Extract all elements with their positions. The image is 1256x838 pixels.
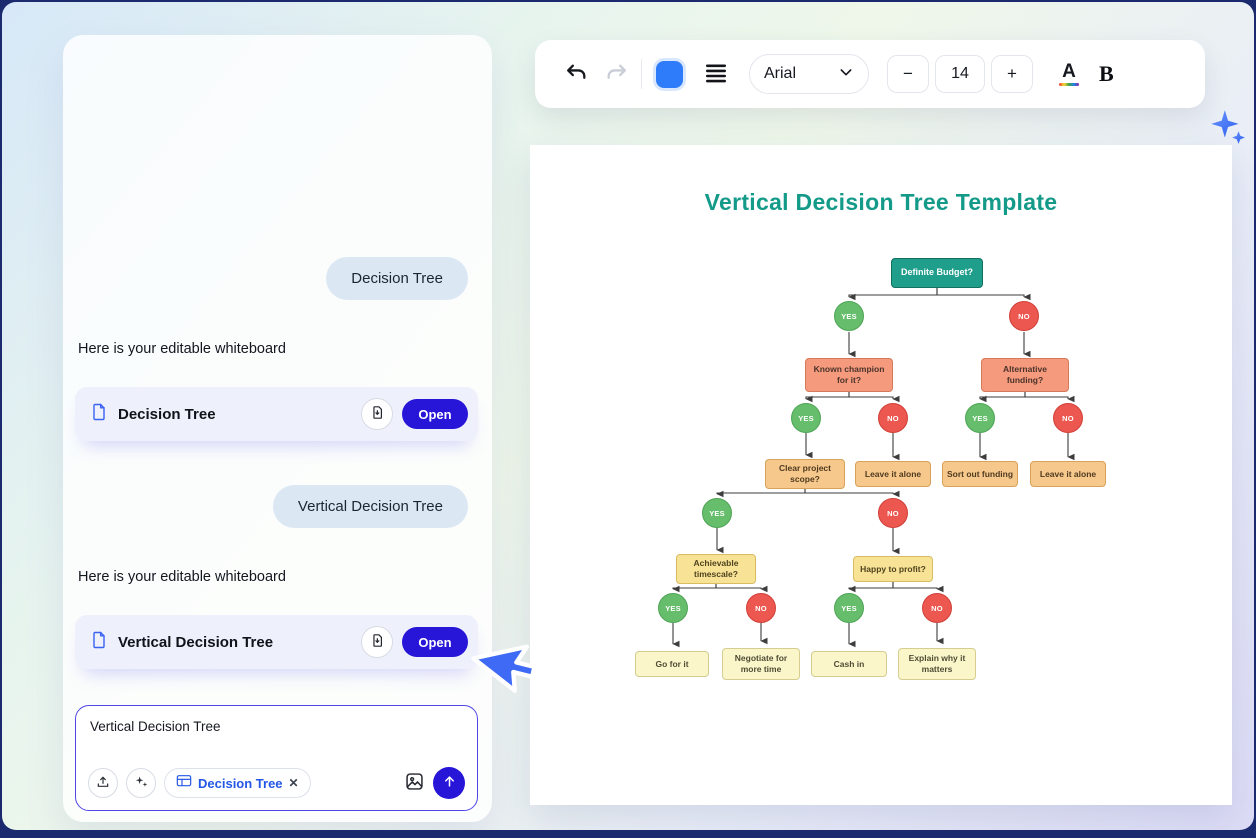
upload-icon (95, 774, 111, 793)
assistant-message: Here is your editable whiteboard (78, 569, 286, 585)
tree-node[interactable]: Negotiate for more time (722, 648, 800, 680)
tree-node[interactable]: Leave it alone (1030, 461, 1106, 487)
message-composer: Decision Tree ✕ (75, 705, 478, 811)
tree-node[interactable]: Definite Budget? (891, 258, 983, 288)
tree-node[interactable]: NO (746, 593, 776, 623)
user-message-bubble: Decision Tree (326, 257, 468, 300)
tree-node[interactable]: YES (702, 498, 732, 528)
toolbar-divider (641, 59, 642, 89)
font-family-select[interactable]: Arial (749, 54, 869, 94)
tree-node[interactable]: Sort out funding (942, 461, 1018, 487)
tree-node[interactable]: YES (658, 593, 688, 623)
tree-node[interactable]: Leave it alone (855, 461, 931, 487)
tree-node[interactable]: Happy to profit? (853, 556, 933, 582)
tree-node[interactable]: NO (878, 498, 908, 528)
align-justify-icon (704, 61, 728, 88)
undo-button[interactable] (561, 59, 591, 89)
tree-node[interactable]: Explain why it matters (898, 648, 976, 680)
tree-node[interactable]: YES (834, 301, 864, 331)
whiteboard-icon (176, 774, 192, 793)
font-family-value: Arial (764, 65, 797, 82)
tree-node[interactable]: NO (922, 593, 952, 623)
open-button[interactable]: Open (402, 627, 468, 657)
send-arrow-icon (442, 774, 457, 792)
chat-panel: Decision Tree Here is your editable whit… (63, 35, 492, 822)
whiteboard-card-title: Vertical Decision Tree (118, 633, 274, 651)
tree-node[interactable]: YES (791, 403, 821, 433)
tree-node[interactable]: Cash in (811, 651, 887, 677)
tree-node[interactable]: YES (965, 403, 995, 433)
chevron-down-icon (838, 64, 854, 85)
increase-font-button[interactable]: + (991, 55, 1033, 93)
chip-remove-button[interactable]: ✕ (288, 776, 299, 790)
bold-button[interactable]: B (1099, 61, 1114, 86)
font-color-glyph: A (1062, 60, 1076, 82)
font-size-value: 14 (935, 55, 985, 93)
tree-node[interactable]: Known champion for it? (805, 358, 893, 392)
whiteboard-card-title: Decision Tree (118, 405, 216, 423)
tree-node[interactable]: Achievable timescale? (676, 554, 756, 584)
context-chip[interactable]: Decision Tree ✕ (164, 768, 311, 798)
whiteboard-title[interactable]: Vertical Decision Tree Template (704, 189, 1058, 215)
upload-button[interactable] (88, 768, 118, 798)
document-icon (89, 630, 109, 655)
tree-node[interactable]: Go for it (635, 651, 709, 677)
redo-button[interactable] (601, 59, 631, 89)
whiteboard-card: Decision Tree Open (75, 387, 478, 441)
rainbow-bar (1059, 82, 1079, 87)
redo-icon (604, 60, 629, 88)
tree-node[interactable]: NO (1009, 301, 1039, 331)
tree-node[interactable]: NO (1053, 403, 1083, 433)
message-input[interactable] (76, 706, 457, 734)
export-icon (369, 632, 386, 652)
tree-node[interactable]: NO (878, 403, 908, 433)
image-icon (404, 771, 425, 795)
sparkles-icon (134, 774, 149, 792)
chip-label: Decision Tree (198, 775, 283, 791)
document-icon (89, 402, 109, 427)
tree-node[interactable]: YES (834, 593, 864, 623)
tree-node[interactable]: Clear project scope? (765, 459, 845, 489)
ai-sparkle-icon[interactable] (1208, 108, 1248, 151)
user-message-bubble: Vertical Decision Tree (272, 485, 468, 528)
fill-color-swatch[interactable] (656, 60, 683, 88)
undo-icon (564, 60, 589, 88)
text-align-button[interactable] (701, 59, 731, 89)
whiteboard-canvas[interactable]: Vertical Decision Tree Template (530, 145, 1232, 805)
magic-button[interactable] (126, 768, 156, 798)
open-button[interactable]: Open (402, 399, 468, 429)
export-button[interactable] (361, 626, 393, 658)
tree-node[interactable]: Alternative funding? (981, 358, 1069, 392)
toolbar: Arial − 14 + A B (535, 40, 1205, 108)
export-button[interactable] (361, 398, 393, 430)
send-button[interactable] (433, 767, 465, 799)
font-color-button[interactable]: A (1059, 62, 1079, 87)
assistant-message: Here is your editable whiteboard (78, 341, 286, 357)
media-button[interactable] (404, 771, 425, 795)
whiteboard-card: Vertical Decision Tree Open (75, 615, 478, 669)
decrease-font-button[interactable]: − (887, 55, 929, 93)
export-icon (369, 404, 386, 424)
